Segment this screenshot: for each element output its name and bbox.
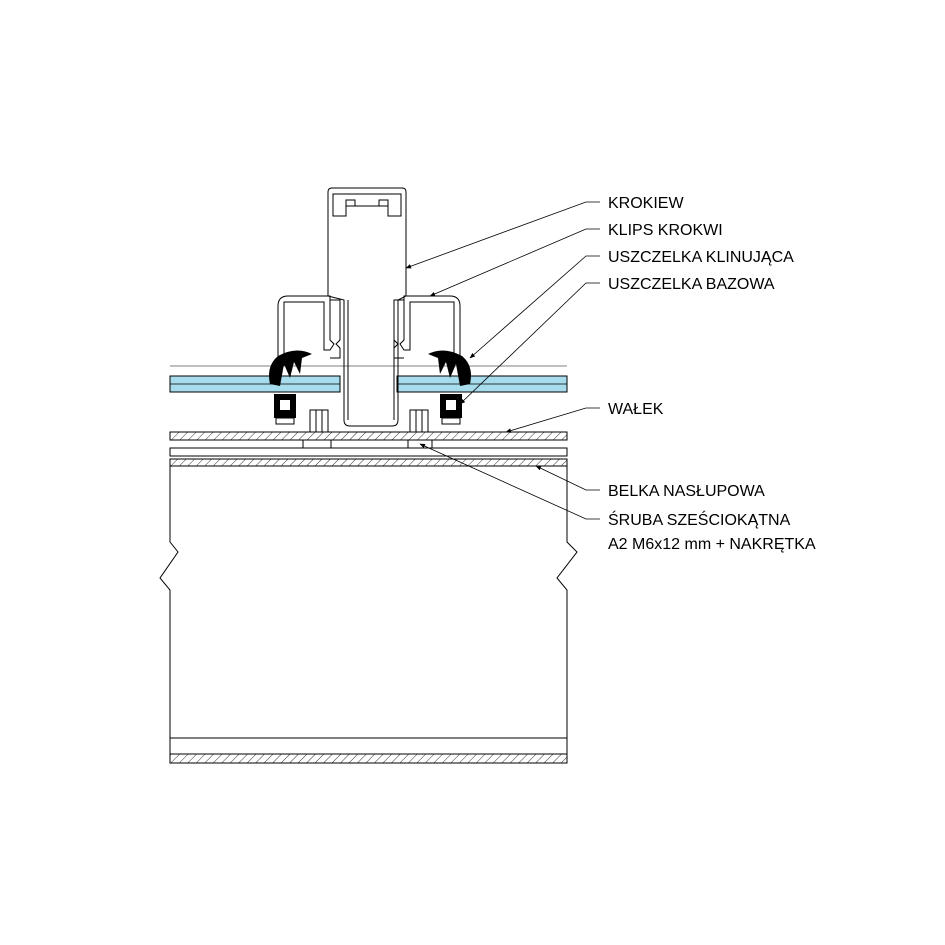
label-uszczelka-klinujaca: USZCZELKA KLINUJĄCA xyxy=(608,249,794,266)
uszczelka-klinujaca xyxy=(269,350,471,386)
label-klips-krokwi: KLIPS KROKWI xyxy=(608,222,723,239)
beam-top-plate xyxy=(169,447,568,457)
beam-top-plate-hatch xyxy=(169,458,568,467)
bolts xyxy=(302,409,433,449)
label-krokiew: KROKIEW xyxy=(608,195,684,212)
krokiew-profile xyxy=(327,187,407,427)
label-walek: WAŁEK xyxy=(608,401,664,418)
label-sruba-line1: ŚRUBA SZEŚCIOKĄTNA xyxy=(608,510,791,529)
label-sruba-line2: A2 M6x12 mm + NAKRĘTKA xyxy=(608,536,816,553)
leader-lines xyxy=(405,201,600,520)
klips-krokwi xyxy=(277,295,461,366)
uszczelka-bazowa xyxy=(274,394,462,425)
glass-panels xyxy=(169,365,568,393)
label-uszczelka-bazowa: USZCZELKA BAZOWA xyxy=(608,276,775,293)
bottom-flange-hatch xyxy=(169,753,568,764)
walek-plate xyxy=(169,431,568,441)
post-beam xyxy=(159,466,578,764)
label-belka-naslupowa: BELKA NASŁUPOWA xyxy=(608,483,765,500)
